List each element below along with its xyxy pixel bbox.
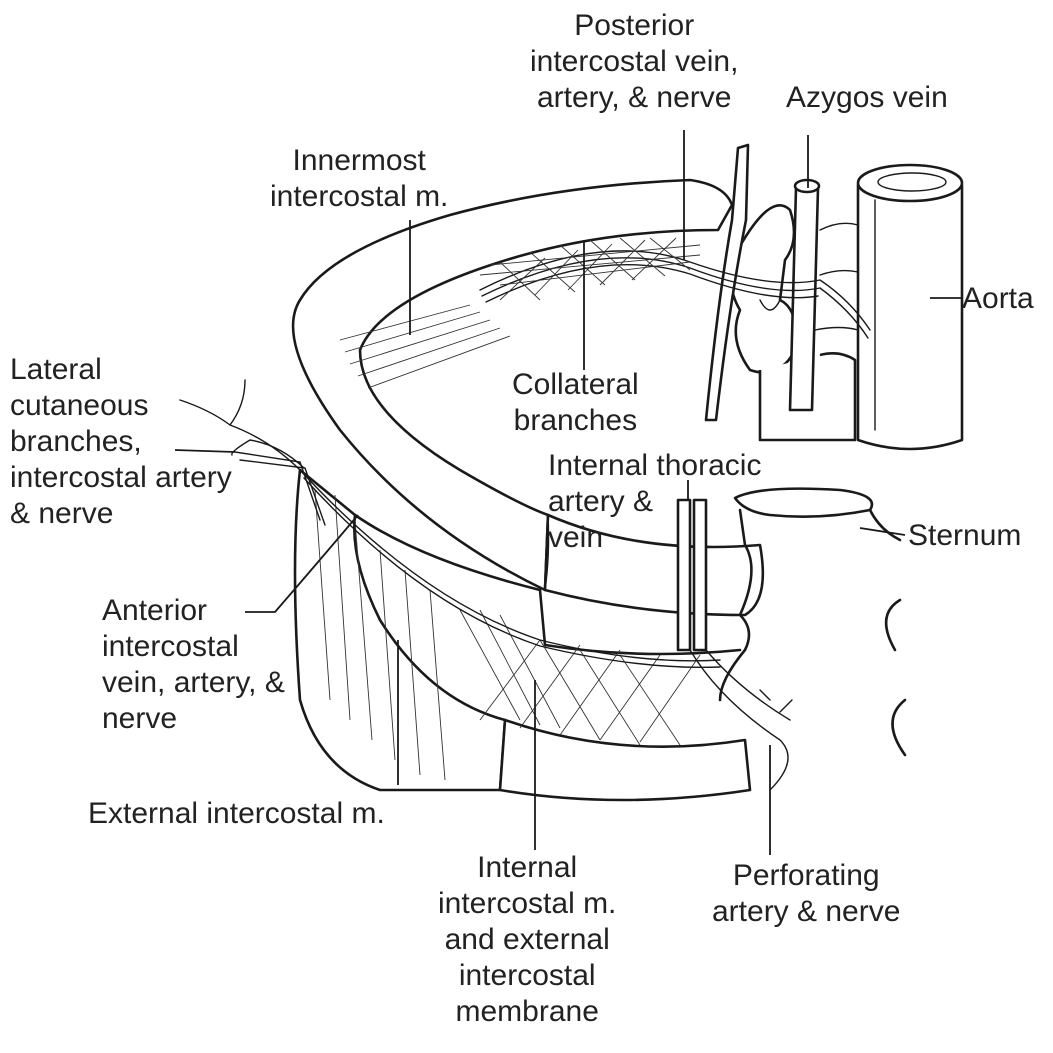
label-internal-intercostal-membrane: Internal intercostal m. and external int…	[438, 850, 616, 1030]
aorta-drawing	[858, 165, 962, 449]
label-anterior-intercostal: Anterior intercostal vein, artery, & ner…	[102, 593, 285, 737]
label-perforating: Perforating artery & nerve	[712, 858, 900, 930]
label-azygos-vein: Azygos vein	[786, 80, 948, 116]
label-lateral-cutaneous: Lateral cutaneous branches, intercostal …	[10, 352, 232, 532]
label-innermost-intercostal: Innermost intercostal m.	[270, 143, 448, 215]
label-sternum: Sternum	[908, 518, 1021, 554]
label-internal-thoracic: Internal thoracic artery & vein	[548, 448, 761, 556]
label-collateral-branches: Collateral branches	[512, 367, 639, 439]
label-aorta: Aorta	[962, 281, 1034, 317]
label-posterior-intercostal: Posterior intercostal vein, artery, & ne…	[530, 8, 738, 116]
label-external-intercostal: External intercostal m.	[88, 796, 385, 832]
